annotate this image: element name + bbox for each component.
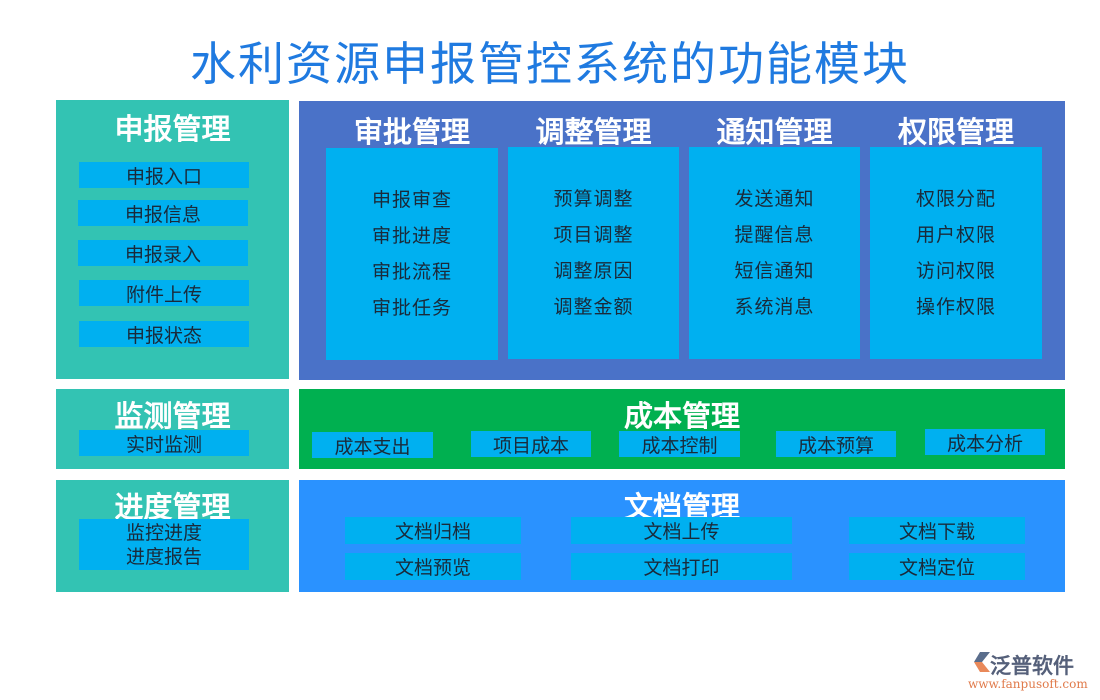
permission-box: 权限分配 用户权限 访问权限 操作权限 <box>870 147 1042 359</box>
logo-mark-icon <box>974 652 990 672</box>
page-title: 水利资源申报管控系统的功能模块 <box>190 37 910 91</box>
declaration-item: 申报信息 <box>78 200 248 226</box>
progress-items-box: 监控进度 进度报告 <box>79 519 249 570</box>
notification-item: 系统消息 <box>734 296 815 318</box>
adjustment-item: 预算调整 <box>553 188 634 210</box>
document-item: 文档下载 <box>849 517 1025 544</box>
document-item: 文档归档 <box>345 517 521 544</box>
declaration-item: 申报录入 <box>78 240 248 266</box>
progress-panel: 进度管理 监控进度 进度报告 <box>56 480 289 592</box>
notification-item: 短信通知 <box>734 260 815 282</box>
adjustment-item: 调整金额 <box>553 296 634 318</box>
progress-item: 进度报告 <box>125 545 202 568</box>
declaration-item: 申报状态 <box>79 321 249 347</box>
permission-item: 权限分配 <box>915 188 996 210</box>
top-modules-panel: 审批管理 调整管理 通知管理 权限管理 申报审查 审批进度 审批流程 审批任务 … <box>299 101 1065 380</box>
cost-header: 成本管理 <box>623 399 740 433</box>
approval-item: 审批进度 <box>371 225 452 247</box>
declaration-panel: 申报管理 申报入口 申报信息 申报录入 附件上传 申报状态 <box>56 100 289 379</box>
document-panel: 文档管理 文档归档 文档上传 文档下载 文档预览 文档打印 文档定位 <box>299 480 1065 592</box>
adjustment-item: 项目调整 <box>553 224 634 246</box>
logo-url: www.fanpusoft.com <box>968 677 1088 691</box>
cost-item: 项目成本 <box>471 431 591 457</box>
declaration-header: 申报管理 <box>114 112 231 146</box>
company-logo: 泛普软件 www.fanpusoft.com <box>968 650 1093 695</box>
progress-header: 进度管理 <box>114 490 231 524</box>
permission-item: 操作权限 <box>915 296 996 318</box>
document-item: 文档定位 <box>849 553 1025 580</box>
approval-header: 审批管理 <box>353 115 470 149</box>
declaration-item: 附件上传 <box>79 280 249 306</box>
cost-item: 成本控制 <box>619 431 740 457</box>
monitoring-panel: 监测管理 实时监测 <box>56 389 289 469</box>
adjustment-header: 调整管理 <box>535 115 652 149</box>
notification-header: 通知管理 <box>716 115 833 149</box>
notification-item: 发送通知 <box>734 188 815 210</box>
adjustment-item: 调整原因 <box>553 260 634 282</box>
cost-item: 成本支出 <box>312 432 433 458</box>
approval-box: 申报审查 审批进度 审批流程 审批任务 <box>326 148 498 360</box>
notification-box: 发送通知 提醒信息 短信通知 系统消息 <box>689 147 860 359</box>
adjustment-box: 预算调整 项目调整 调整原因 调整金额 <box>508 147 679 359</box>
monitoring-item: 实时监测 <box>79 430 249 456</box>
logo-name: 泛普软件 <box>990 654 1074 678</box>
approval-item: 审批流程 <box>371 261 452 283</box>
document-item: 文档预览 <box>345 553 521 580</box>
approval-item: 申报审查 <box>371 189 452 211</box>
permission-item: 访问权限 <box>915 260 996 282</box>
cost-panel: 成本管理 成本支出 项目成本 成本控制 成本预算 成本分析 <box>299 389 1065 469</box>
progress-item: 监控进度 <box>125 521 202 544</box>
permission-item: 用户权限 <box>915 224 996 246</box>
notification-item: 提醒信息 <box>734 224 815 246</box>
declaration-item: 申报入口 <box>79 162 249 188</box>
cost-item: 成本分析 <box>925 429 1045 455</box>
document-item: 文档上传 <box>571 517 792 544</box>
cost-item: 成本预算 <box>776 431 896 457</box>
approval-item: 审批任务 <box>371 297 452 319</box>
permission-header: 权限管理 <box>897 115 1014 149</box>
document-item: 文档打印 <box>571 553 792 580</box>
monitoring-header: 监测管理 <box>114 399 231 433</box>
